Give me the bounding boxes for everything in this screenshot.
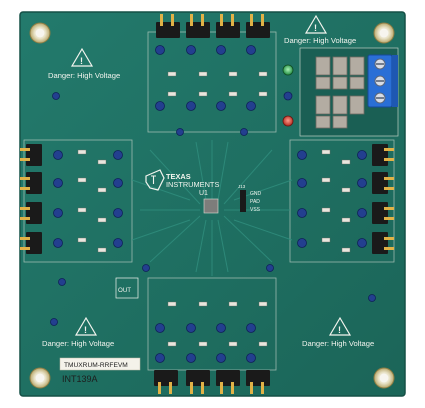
ti-logo-text-1: TEXAS: [166, 172, 191, 181]
warning-triangle-icon: [70, 14, 352, 336]
warning-text-top-left: Danger: High Voltage: [48, 71, 120, 80]
warning-text-bottom-right: Danger: High Voltage: [302, 339, 374, 348]
part-label: TMUXRUM-RRFEVM: [64, 362, 128, 369]
right-channel-frame: [289, 139, 395, 263]
ic-ref-label: U1: [199, 190, 208, 197]
jumper-pad-label: PAD: [250, 199, 260, 205]
test-points: [50, 45, 376, 363]
smd-components: [77, 71, 351, 347]
terminal-block: [367, 54, 398, 108]
right-headers: [372, 144, 394, 254]
pcb-traces: [131, 140, 293, 276]
out-label: OUT: [118, 287, 131, 294]
out-frame: [115, 277, 139, 299]
bottom-headers: [154, 370, 270, 394]
mounting-holes: [29, 22, 395, 389]
ti-logo-text-2: INSTRUMENTS: [166, 180, 219, 189]
ic-chip: [203, 198, 219, 214]
warning-text-top-right: Danger: High Voltage: [284, 36, 356, 45]
top-channel-frame: [147, 31, 277, 133]
bottom-channel-frame: [147, 277, 277, 371]
jumper-ref: J13: [238, 184, 246, 189]
part-label-box: [59, 357, 141, 371]
left-channel-frame: [23, 139, 133, 263]
led-green: [282, 64, 294, 76]
top-headers: [156, 14, 270, 38]
jumper-gnd-label: GND: [250, 191, 262, 197]
ti-logo-icon: [145, 169, 165, 191]
warning-text-bottom-left: Danger: High Voltage: [42, 339, 114, 348]
jumper-header: [240, 190, 246, 212]
capacitor-bank: [315, 56, 365, 129]
svg-text:!: !: [80, 56, 83, 66]
svg-text:!: !: [84, 325, 87, 335]
svg-text:!: !: [338, 325, 341, 335]
led-red: [282, 115, 294, 127]
svg-text:!: !: [314, 23, 317, 33]
board-id: INT139A: [62, 374, 98, 384]
left-headers: [20, 144, 42, 254]
jumper-vss-label: VSS: [250, 207, 261, 213]
